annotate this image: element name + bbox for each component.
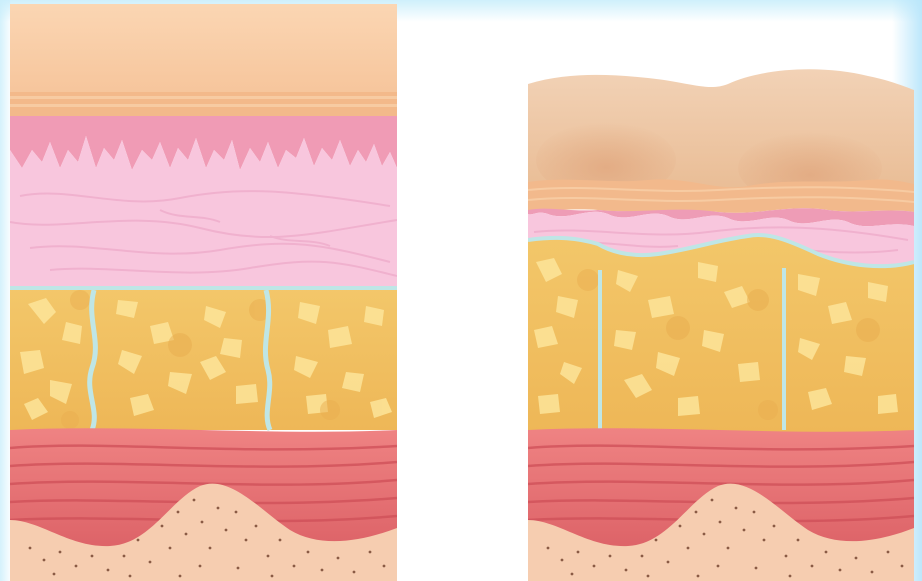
normal-skin-illustration [10,0,397,581]
cellulite-skin-illustration [528,0,914,581]
normal-skin-panel [10,0,397,581]
cellulite-skin-panel [528,0,914,581]
